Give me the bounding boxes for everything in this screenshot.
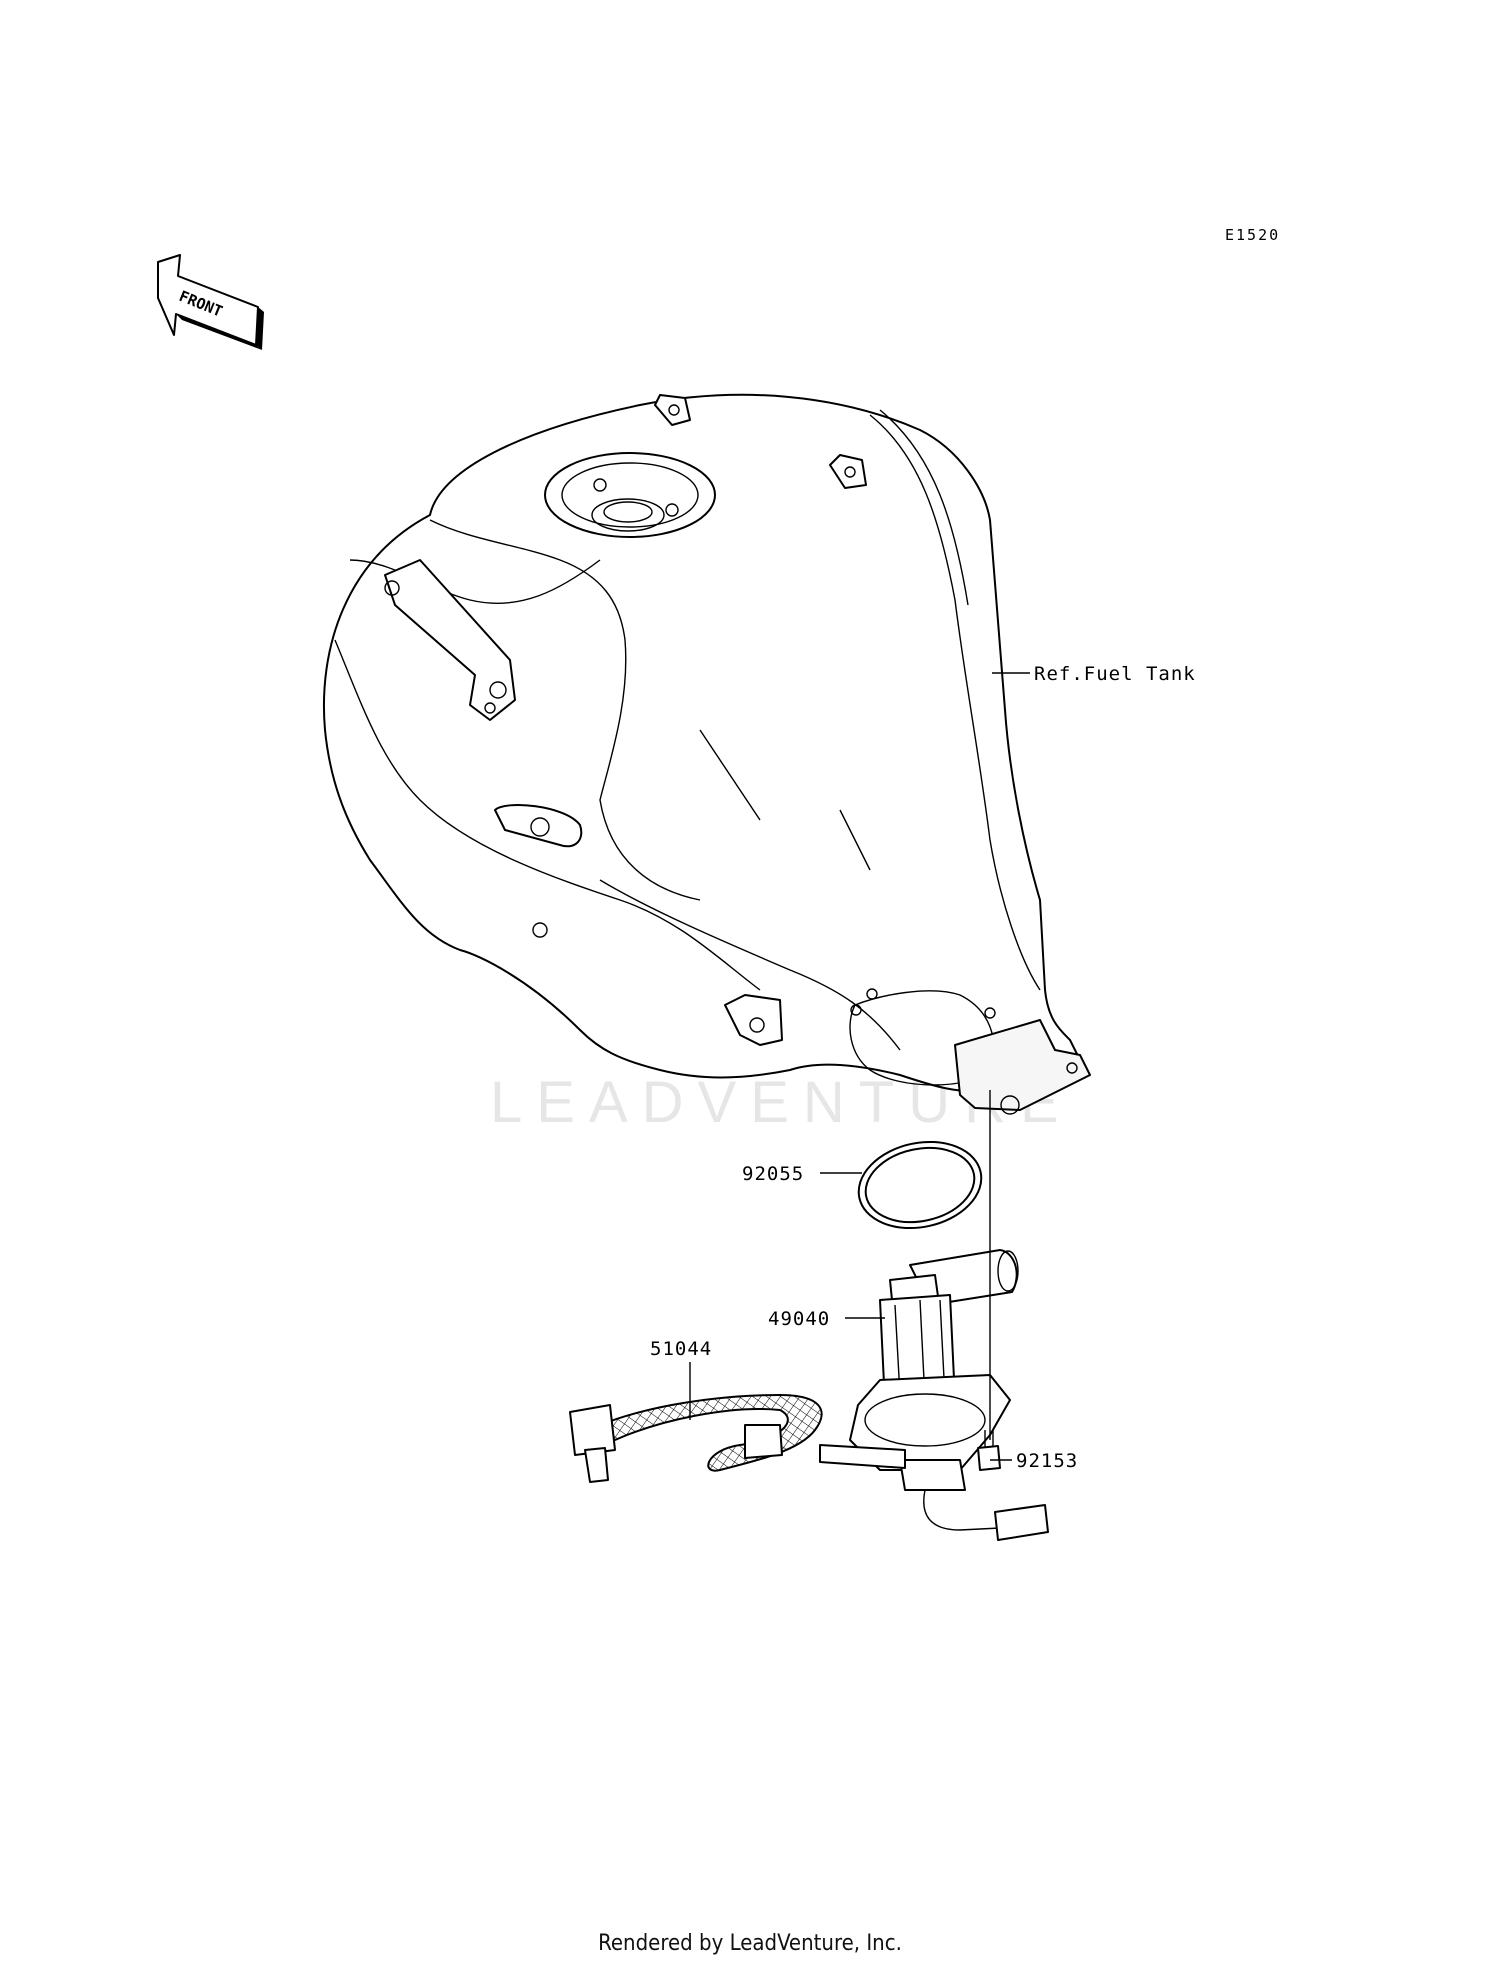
callout-gasket: 92055 xyxy=(742,1163,804,1185)
callout-fuel-tank: Ref.Fuel Tank xyxy=(1034,663,1196,685)
callout-fuel-pump: 49040 xyxy=(768,1308,830,1330)
gasket-drawing xyxy=(857,1140,983,1230)
front-arrow-icon: FRONT xyxy=(157,254,264,350)
diagram-code: E1520 xyxy=(1225,226,1280,244)
fuel-pump-drawing xyxy=(819,1249,1049,1541)
leader-lines xyxy=(689,672,1030,1461)
callout-fuel-hose: 51044 xyxy=(650,1338,712,1360)
footer-credit: Rendered by LeadVenture, Inc. xyxy=(598,1931,902,1956)
fuel-hose-drawing xyxy=(569,1393,823,1483)
bolt-drawing xyxy=(977,1430,1001,1471)
fuel-tank-drawing xyxy=(322,393,1091,1115)
callout-bolt: 92153 xyxy=(1016,1450,1078,1472)
